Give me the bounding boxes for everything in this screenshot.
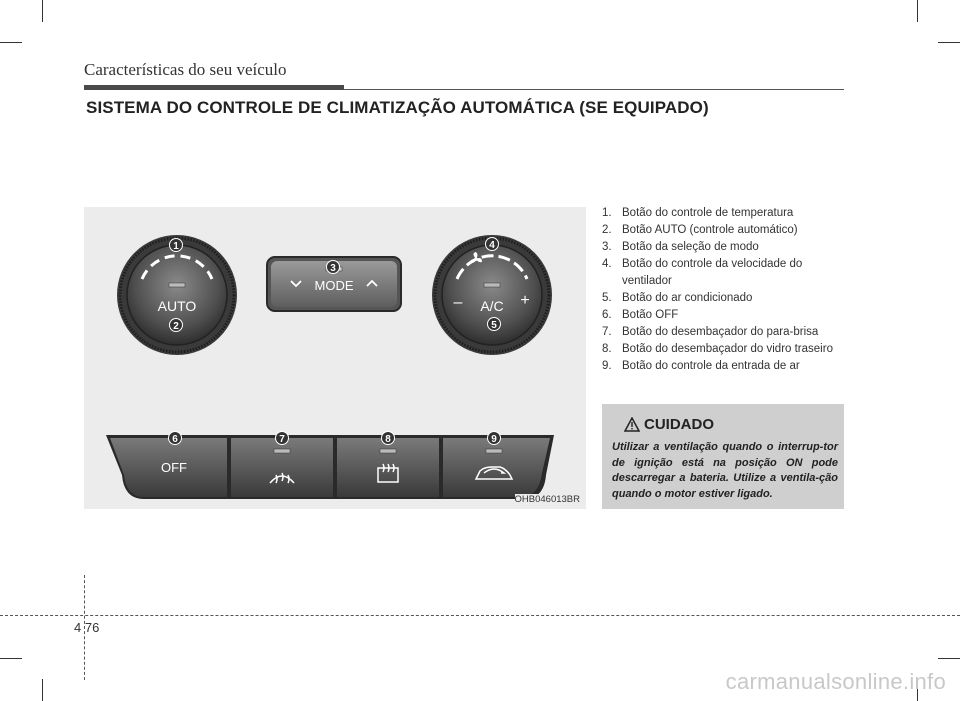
warning-icon bbox=[624, 417, 640, 432]
rear-defrost-button[interactable] bbox=[337, 438, 439, 497]
header-rule bbox=[344, 89, 844, 90]
fan-speed-knob[interactable]: – + A/C bbox=[432, 235, 552, 355]
caution-heading: CUIDADO bbox=[624, 416, 714, 433]
figure-code: OHB046013BR bbox=[514, 494, 580, 505]
rear-defrost-icon bbox=[377, 463, 399, 483]
footer-rule bbox=[0, 615, 960, 616]
header-bar bbox=[84, 85, 344, 90]
windshield-defrost-button[interactable] bbox=[231, 438, 333, 497]
caution-box: CUIDADO Utilizar a ventilação quando o i… bbox=[602, 404, 844, 509]
crop-mark bbox=[42, 0, 43, 22]
button-legend-list: 1.Botão do controle de temperatura 2.Bot… bbox=[602, 205, 852, 375]
chevron-up-icon bbox=[366, 279, 378, 287]
list-item: 9.Botão do controle da entrada de ar bbox=[602, 360, 800, 372]
svg-text:4: 4 bbox=[489, 240, 495, 251]
watermark: carmanualsonline.info bbox=[725, 669, 946, 694]
climate-panel-figure: AUTO MODE – + A/C bbox=[84, 207, 586, 509]
list-item: 6.Botão OFF bbox=[602, 309, 679, 321]
svg-text:9: 9 bbox=[491, 434, 497, 445]
climate-panel-illustration: AUTO MODE – + A/C bbox=[106, 235, 554, 499]
crop-mark bbox=[938, 42, 960, 43]
list-item: 4.Botão do controle da velocidade do ven… bbox=[602, 258, 803, 287]
crop-mark bbox=[0, 42, 22, 43]
windshield-defrost-icon bbox=[269, 472, 295, 484]
svg-text:5: 5 bbox=[491, 320, 497, 331]
crop-mark bbox=[0, 658, 22, 659]
crop-mark bbox=[917, 0, 918, 22]
list-item: 1.Botão do controle de temperatura bbox=[602, 207, 794, 219]
off-label: OFF bbox=[161, 460, 187, 475]
auto-label: AUTO bbox=[158, 298, 197, 314]
caution-text: Utilizar a ventilação quando o interrup-… bbox=[612, 441, 838, 500]
svg-text:2: 2 bbox=[173, 321, 179, 332]
callout-2: 2 bbox=[169, 318, 183, 332]
air-recirculation-icon bbox=[474, 466, 514, 480]
callout-6: 6 bbox=[168, 431, 182, 445]
page-number: 4 76 bbox=[74, 620, 100, 635]
svg-text:8: 8 bbox=[385, 434, 391, 445]
ac-label: A/C bbox=[480, 298, 503, 314]
svg-text:3: 3 bbox=[330, 263, 336, 274]
list-item: 2.Botão AUTO (controle automático) bbox=[602, 224, 798, 236]
list-item: 3.Botão da seleção de modo bbox=[602, 241, 759, 253]
list-item: 8.Botão do desembaçador do vidro traseir… bbox=[602, 343, 833, 355]
crop-mark bbox=[938, 658, 960, 659]
svg-text:7: 7 bbox=[279, 434, 285, 445]
crop-mark bbox=[917, 679, 918, 701]
list-item: 7.Botão do desembaçador do para-brisa bbox=[602, 326, 819, 338]
crop-mark bbox=[42, 679, 43, 701]
chevron-down-icon bbox=[290, 280, 302, 288]
callout-8: 8 bbox=[381, 431, 395, 445]
callout-9: 9 bbox=[487, 431, 501, 445]
minus-label: – bbox=[454, 294, 463, 311]
temperature-knob[interactable]: AUTO bbox=[117, 235, 237, 355]
mode-label: MODE bbox=[315, 278, 354, 293]
mode-button[interactable]: MODE bbox=[266, 256, 402, 312]
svg-text:1: 1 bbox=[173, 241, 179, 252]
callout-7: 7 bbox=[275, 431, 289, 445]
callout-3: 3 bbox=[326, 260, 340, 274]
plus-label: + bbox=[520, 292, 529, 309]
air-intake-button[interactable] bbox=[443, 438, 550, 497]
fan-icon bbox=[469, 252, 482, 263]
callout-5: 5 bbox=[487, 317, 501, 331]
svg-text:6: 6 bbox=[172, 434, 178, 445]
callout-4: 4 bbox=[485, 237, 499, 251]
margin-rule bbox=[84, 575, 85, 680]
off-button[interactable]: OFF bbox=[110, 438, 227, 497]
caution-title: CUIDADO bbox=[644, 416, 714, 433]
list-item: 5.Botão do ar condicionado bbox=[602, 292, 753, 304]
callout-1: 1 bbox=[169, 238, 183, 252]
section-title: SISTEMA DO CONTROLE DE CLIMATIZAÇÃO AUTO… bbox=[86, 98, 709, 117]
chapter-header: Características do seu veículo bbox=[84, 60, 287, 79]
